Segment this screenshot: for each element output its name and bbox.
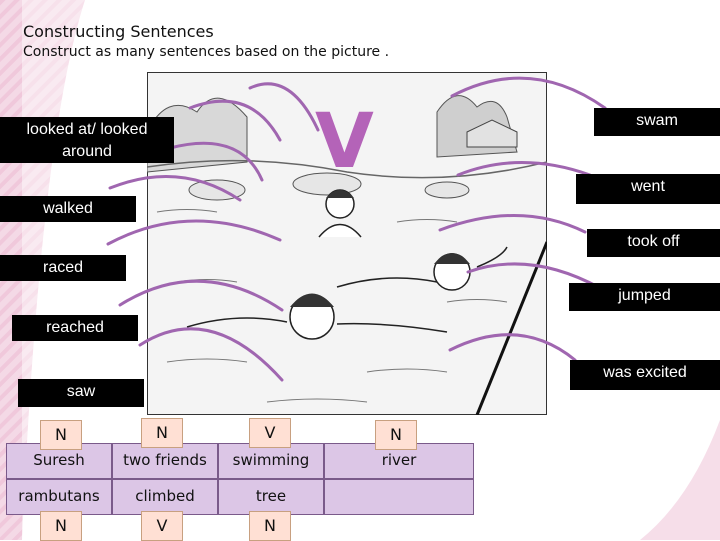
tag-verb: V bbox=[249, 418, 291, 448]
table-cell: rambutans bbox=[6, 479, 112, 515]
tag-noun: N bbox=[40, 420, 82, 450]
tag-noun: N bbox=[249, 511, 291, 541]
table-cell: climbed bbox=[112, 479, 218, 515]
word-box-went: went bbox=[576, 174, 720, 204]
word-box-took-off: took off bbox=[587, 229, 720, 257]
word-box-swam: swam bbox=[594, 108, 720, 136]
tag-noun: N bbox=[141, 418, 183, 448]
word-box-looked-at: looked at/ looked around bbox=[0, 117, 174, 163]
word-box-jumped: jumped bbox=[569, 283, 720, 311]
word-box-walked: walked bbox=[0, 196, 136, 222]
word-box-saw: saw bbox=[18, 379, 144, 407]
word-box-was-excited: was excited bbox=[570, 360, 720, 390]
table-cell: tree bbox=[218, 479, 324, 515]
word-box-raced: raced bbox=[0, 255, 126, 281]
verb-letter: V bbox=[315, 96, 374, 185]
word-box-reached: reached bbox=[12, 315, 138, 341]
page-subtitle: Construct as many sentences based on the… bbox=[23, 44, 390, 60]
table-cell: swimming bbox=[218, 443, 324, 479]
tag-noun: N bbox=[375, 420, 417, 450]
table-cell bbox=[324, 479, 474, 515]
page-title: Constructing Sentences bbox=[23, 22, 214, 41]
table-cell: two friends bbox=[112, 443, 218, 479]
tag-verb: V bbox=[141, 511, 183, 541]
tag-noun: N bbox=[40, 511, 82, 541]
